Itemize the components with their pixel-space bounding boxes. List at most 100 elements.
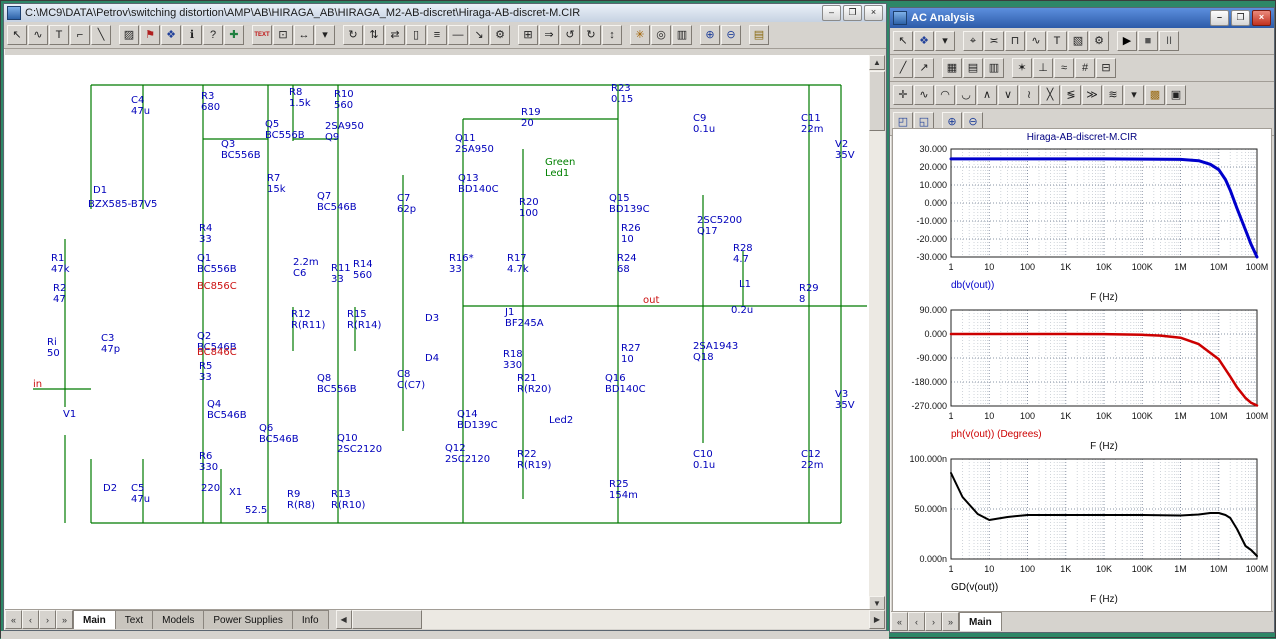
run-button[interactable]: ▶: [1117, 31, 1137, 51]
properties-icon[interactable]: ⚙: [490, 25, 510, 45]
flag-icon[interactable]: ⚑: [140, 25, 160, 45]
grid-horizontal-icon[interactable]: ▤: [963, 58, 983, 78]
tab-models[interactable]: Models: [152, 610, 204, 629]
minimize-button[interactable]: –: [822, 5, 841, 21]
component-icon[interactable]: ❖: [161, 25, 181, 45]
component-label[interactable]: R284.7: [733, 243, 753, 265]
mirror-icon[interactable]: ▯: [406, 25, 426, 45]
baseline-icon[interactable]: ⊥: [1033, 58, 1053, 78]
component-label[interactable]: C1222m: [801, 449, 823, 471]
component-label[interactable]: V335V: [835, 389, 855, 411]
chart-plot-phase[interactable]: 1101001K10K100K1M10M100M90.0000.000-90.0…: [893, 306, 1271, 426]
restore-button[interactable]: ❐: [843, 5, 862, 21]
select-icon[interactable]: ↖: [7, 25, 27, 45]
component-label[interactable]: R16*33: [449, 253, 474, 275]
component-label[interactable]: D4: [425, 353, 439, 364]
flip-icon[interactable]: ↕: [602, 25, 622, 45]
component-label[interactable]: R2610: [621, 223, 641, 245]
component-label[interactable]: C347p: [101, 333, 120, 355]
restore-button[interactable]: ❐: [1231, 10, 1250, 26]
point-tag-icon[interactable]: ✚: [224, 25, 244, 45]
component-label[interactable]: Q102SC2120: [337, 433, 382, 455]
go-to-x-icon[interactable]: ≫: [1082, 85, 1102, 105]
tab-main[interactable]: Main: [959, 612, 1002, 631]
component-label[interactable]: out: [643, 295, 659, 306]
component-label[interactable]: R14560: [353, 259, 373, 281]
component-label[interactable]: R6330: [199, 451, 218, 473]
component-label[interactable]: 0.2u: [731, 305, 753, 316]
component-label[interactable]: 2.2mC6: [293, 257, 319, 279]
data-points-icon[interactable]: ✶: [1012, 58, 1032, 78]
component-label[interactable]: Q14BD139C: [457, 409, 498, 431]
grid-vertical-icon[interactable]: ▥: [984, 58, 1004, 78]
component-label[interactable]: Q5BC556B: [265, 119, 305, 141]
component-label[interactable]: R715k: [267, 173, 286, 195]
component-label[interactable]: Q13BD140C: [458, 173, 499, 195]
tag-dropdown-icon[interactable]: ▾: [1124, 85, 1144, 105]
tab-nav-button-0[interactable]: «: [5, 610, 22, 629]
rotate-cw-icon[interactable]: ↻: [581, 25, 601, 45]
rotate-icon[interactable]: ↻: [343, 25, 363, 45]
text-stencil-icon[interactable]: TEXT: [252, 25, 272, 45]
low-icon[interactable]: ∨: [998, 85, 1018, 105]
exclude-icon[interactable]: ⊟: [1096, 58, 1116, 78]
wire-mode-icon[interactable]: ∿: [28, 25, 48, 45]
text-mode-icon[interactable]: T: [49, 25, 69, 45]
tab-nav-button-3[interactable]: »: [942, 612, 959, 631]
chart-plot-gd[interactable]: 1101001K10K100K1M10M100M100.000n50.000n0…: [893, 455, 1271, 579]
component-label[interactable]: BZX585-B7V5: [88, 199, 157, 210]
component-label[interactable]: Q16BD140C: [605, 373, 646, 395]
component-label[interactable]: J1BF245A: [504, 307, 544, 329]
component-label[interactable]: R147k: [51, 253, 70, 275]
tab-main[interactable]: Main: [73, 610, 116, 629]
scroll-left-button[interactable]: ◀: [336, 610, 352, 629]
component-label[interactable]: Q122SC2120: [445, 443, 490, 465]
component-label[interactable]: 2SA950Q9: [325, 121, 364, 143]
component-label[interactable]: C1122m: [801, 113, 823, 135]
brightness-icon[interactable]: ✳: [630, 25, 650, 45]
flip-vertical-icon[interactable]: ⇅: [364, 25, 384, 45]
horizontal-scrollbar[interactable]: ◀▶: [336, 610, 885, 629]
component-label[interactable]: R2710: [621, 343, 641, 365]
scroll-track[interactable]: [422, 610, 869, 629]
component-label[interactable]: R21R(R20): [517, 373, 552, 395]
high-icon[interactable]: ∧: [977, 85, 997, 105]
component-label[interactable]: D1: [93, 185, 107, 196]
component-label[interactable]: R230.15: [611, 83, 633, 105]
component-label[interactable]: R1133: [331, 263, 351, 285]
help-mode-icon[interactable]: ?: [203, 25, 223, 45]
scroll-thumb[interactable]: [352, 610, 422, 629]
component-label[interactable]: V235V: [835, 139, 855, 161]
component-label[interactable]: C762p: [397, 193, 416, 215]
minimize-button[interactable]: –: [1210, 10, 1229, 26]
ac-window-titlebar[interactable]: AC Analysis –❐×: [890, 8, 1274, 28]
global-hl-icon[interactable]: ≶: [1061, 85, 1081, 105]
valley-icon[interactable]: ◡: [956, 85, 976, 105]
component-label[interactable]: X1: [229, 487, 242, 498]
properties-icon[interactable]: ⚙: [1089, 31, 1109, 51]
component-label[interactable]: Q15BD139C: [609, 193, 650, 215]
tab-info[interactable]: Info: [292, 610, 329, 629]
arrow-tool-icon[interactable]: ↗: [914, 58, 934, 78]
chart-plot-db[interactable]: 1101001K10K100K1M10M100M30.00020.00010.0…: [893, 145, 1271, 277]
component-label[interactable]: Ri50: [47, 337, 60, 359]
component-label[interactable]: C8C(C7): [397, 369, 425, 391]
mode-dropdown-icon[interactable]: ▾: [935, 31, 955, 51]
cursor-step-icon[interactable]: ↘: [469, 25, 489, 45]
cursor-mode-icon[interactable]: ⌖: [963, 31, 983, 51]
scroll-thumb[interactable]: [869, 71, 885, 131]
select-icon[interactable]: ↖: [893, 31, 913, 51]
component-label[interactable]: C547u: [131, 483, 150, 505]
component-label[interactable]: R18330: [503, 349, 523, 371]
step-icon[interactable]: ≡: [427, 25, 447, 45]
tab-nav-button-3[interactable]: »: [56, 610, 73, 629]
component-label[interactable]: in: [33, 379, 42, 390]
component-label[interactable]: R533: [199, 361, 212, 383]
component-label[interactable]: 52.5: [245, 505, 267, 516]
component-label[interactable]: C90.1u: [693, 113, 715, 135]
component-label[interactable]: D2: [103, 483, 117, 494]
component-label[interactable]: BC856C: [197, 281, 237, 292]
component-label[interactable]: R81.5k: [289, 87, 311, 109]
ortho-wire-icon[interactable]: ⌐: [70, 25, 90, 45]
close-button[interactable]: ×: [1252, 10, 1271, 26]
